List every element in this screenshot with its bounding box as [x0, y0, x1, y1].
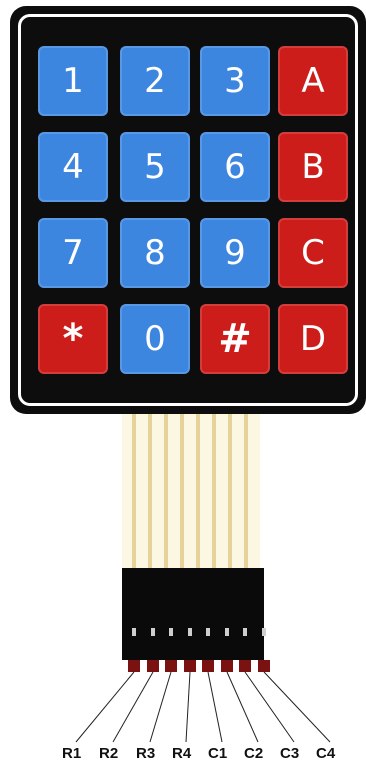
pin-foot — [258, 660, 270, 672]
pin-wire — [186, 672, 190, 742]
pin-foot — [184, 660, 196, 672]
pin-foot — [202, 660, 214, 672]
pin-label-c3: C3 — [280, 745, 299, 762]
pin-label-c2: C2 — [244, 745, 263, 762]
pin-wire — [208, 672, 222, 742]
pin-label-c1: C1 — [208, 745, 227, 762]
pin-label-c4: C4 — [316, 745, 335, 762]
pin-foot — [165, 660, 177, 672]
pin-wire — [245, 672, 294, 742]
pin-wire — [264, 672, 330, 742]
pin-label-r2: R2 — [99, 745, 118, 762]
pin-label-r1: R1 — [62, 745, 81, 762]
pin-label-r3: R3 — [136, 745, 155, 762]
pin-foot — [239, 660, 251, 672]
pin-foot — [147, 660, 159, 672]
pin-wire — [113, 672, 153, 742]
pin-label-r4: R4 — [172, 745, 191, 762]
pin-wire — [76, 672, 134, 742]
pin-foot — [221, 660, 233, 672]
pin-foot — [128, 660, 140, 672]
pin-wire — [227, 672, 258, 742]
pin-wire — [150, 672, 171, 742]
